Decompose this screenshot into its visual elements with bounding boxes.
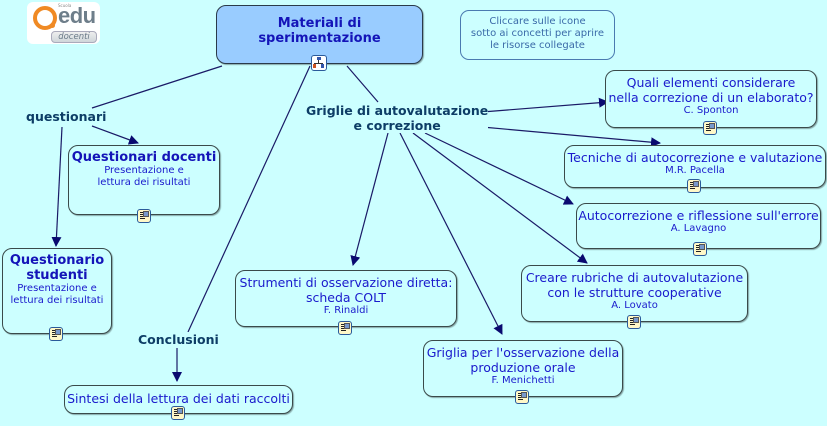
document-icon[interactable] bbox=[338, 321, 352, 335]
document-icon[interactable] bbox=[687, 179, 701, 193]
node-sub: lettura dei risultati bbox=[97, 177, 191, 188]
link-questionari-studenti bbox=[51, 126, 63, 247]
node-title: Quali elementi considerare bbox=[626, 75, 796, 90]
node-griglia-orale[interactable]: Griglia per l'osservazione della produzi… bbox=[423, 340, 623, 397]
label-conclusioni: Conclusioni bbox=[138, 332, 219, 347]
node-strumenti[interactable]: Strumenti di osservazione diretta: sched… bbox=[235, 270, 457, 327]
edu-docenti-logo[interactable]: Scuola edu docenti bbox=[27, 2, 100, 44]
root-label: Materiali di sperimentazione bbox=[258, 15, 381, 46]
node-questionario-studenti[interactable]: Questionario studenti Presentazione e le… bbox=[2, 248, 112, 334]
node-title: Tecniche di autocorrezione e valutazione bbox=[567, 150, 823, 165]
logo-brand: edu bbox=[58, 3, 96, 28]
info-line: le risorse collegate bbox=[490, 40, 585, 51]
node-title: produzione orale bbox=[470, 360, 576, 375]
node-author: F. Rinaldi bbox=[323, 305, 369, 316]
node-title: studenti bbox=[26, 268, 88, 283]
link-questionari-docenti bbox=[91, 125, 139, 145]
document-icon[interactable] bbox=[137, 209, 151, 223]
node-author: A. Lavagno bbox=[670, 223, 727, 234]
link-griglie-tecniche bbox=[481, 126, 661, 148]
document-icon[interactable] bbox=[49, 327, 63, 341]
label-questionari: questionari bbox=[26, 109, 107, 124]
node-rubriche[interactable]: Creare rubriche di autovalutazione con l… bbox=[521, 265, 748, 322]
link-griglie-quali bbox=[481, 97, 609, 113]
node-quali-elementi[interactable]: Quali elementi considerare nella correzi… bbox=[605, 70, 817, 128]
node-author: A. Lovato bbox=[611, 300, 658, 311]
node-autocorrezione[interactable]: Autocorrezione e riflessione sull'errore… bbox=[576, 203, 821, 249]
node-sub: lettura dei risultati bbox=[10, 295, 104, 306]
document-icon[interactable] bbox=[627, 315, 641, 329]
label-griglie-line: Griglie di autovalutazione bbox=[306, 103, 489, 118]
document-icon[interactable] bbox=[171, 406, 185, 420]
node-tecniche[interactable]: Tecniche di autocorrezione e valutazione… bbox=[564, 145, 826, 188]
link-root-questionari bbox=[91, 65, 223, 109]
logo-q-mark bbox=[33, 6, 57, 30]
logo-sub: docenti bbox=[51, 31, 97, 43]
node-title: Questionari docenti bbox=[71, 150, 217, 165]
node-author: F. Menichetti bbox=[491, 375, 555, 386]
node-sub: Presentazione e bbox=[104, 165, 184, 176]
label-griglie: Griglie di autovalutazione e correzione bbox=[306, 103, 489, 133]
label-griglie-line: e correzione bbox=[353, 118, 441, 133]
logo-small-text: Scuola bbox=[58, 3, 72, 8]
node-title: Griglia per l'osservazione della bbox=[426, 345, 620, 360]
info-box: Cliccare sulle icone sotto ai concetti p… bbox=[460, 10, 615, 60]
info-line: sotto ai concetti per aprire bbox=[470, 28, 605, 39]
node-title: Questionario bbox=[9, 253, 105, 268]
link-griglie-autocorrezione bbox=[424, 132, 574, 205]
node-title: Sintesi della lettura dei dati raccolti bbox=[67, 391, 290, 406]
info-line: Cliccare sulle icone bbox=[489, 16, 586, 27]
node-title: Creare rubriche di autovalutazione bbox=[525, 270, 744, 285]
document-icon[interactable] bbox=[515, 390, 529, 404]
node-title: Strumenti di osservazione diretta: bbox=[239, 275, 453, 290]
node-title: Autocorrezione e riflessione sull'errore bbox=[578, 208, 819, 223]
link-root-griglie bbox=[346, 65, 379, 103]
node-sub: Presentazione e bbox=[17, 283, 97, 294]
node-questionari-docenti[interactable]: Questionari docenti Presentazione e lett… bbox=[68, 145, 220, 215]
document-icon[interactable] bbox=[693, 242, 707, 256]
node-title: con le strutture cooperative bbox=[547, 285, 722, 300]
link-griglie-strumenti bbox=[350, 132, 389, 266]
root-node[interactable]: Materiali di sperimentazione bbox=[216, 5, 423, 64]
document-icon[interactable] bbox=[703, 121, 717, 135]
link-griglie-rubriche bbox=[412, 132, 588, 264]
node-title: scheda COLT bbox=[305, 290, 386, 305]
node-author: C. Sponton bbox=[683, 105, 739, 116]
node-author: M.R. Pacella bbox=[665, 165, 725, 176]
concept-map-icon[interactable] bbox=[311, 55, 327, 71]
node-title: nella correzione di un elaborato? bbox=[608, 90, 814, 105]
